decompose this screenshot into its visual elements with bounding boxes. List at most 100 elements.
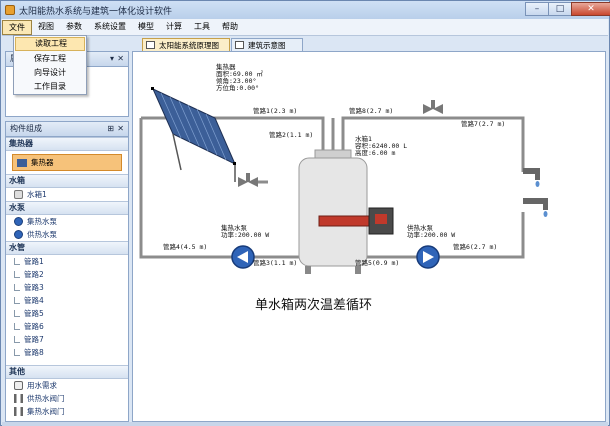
list-item-label: 管路1 (24, 257, 44, 266)
list-item-pipe1[interactable]: 管路1 (6, 255, 128, 268)
tank-icon (14, 190, 23, 199)
minimize-button[interactable]: – (525, 2, 549, 16)
pipe6-line (438, 212, 525, 259)
close-icon[interactable]: ✕ (117, 124, 124, 133)
list-item-label: 管路5 (24, 309, 44, 318)
diagram-svg (139, 87, 548, 274)
group-other[interactable]: 其他 (6, 365, 128, 379)
collector-grid (160, 92, 227, 161)
tab-system-diagram[interactable]: 太阳能系统原理图 (142, 38, 230, 51)
pipe4-label: 管路4(4.5 m) (163, 243, 208, 251)
collector-label: 集热器 面积:69.00 ㎡ 倾角:23.00° 方位角:0.00° (216, 64, 263, 92)
tank-body (298, 157, 368, 267)
menu-calc[interactable]: 计算 (166, 22, 182, 31)
list-item-pipe5[interactable]: 管路5 (6, 307, 128, 320)
valve-icon (14, 394, 23, 403)
file-menu-dropdown: 读取工程 保存工程 向导设计 工作目录 (13, 35, 87, 95)
pipe7-label: 管路7(2.7 m) (461, 120, 506, 128)
collector-azimuth: 方位角:0.00° (216, 84, 259, 92)
list-item-label: 管路3 (24, 283, 44, 292)
menu-item-wizard-design[interactable]: 向导设计 (34, 68, 66, 77)
selection-handle[interactable] (233, 162, 236, 165)
menu-model[interactable]: 模型 (138, 22, 154, 31)
list-item-tank1[interactable]: 水箱1 (6, 188, 128, 201)
list-item-label: 供热水泵 (27, 230, 57, 239)
list-item-collector-valve[interactable]: 集热水阀门 (6, 405, 128, 418)
pump-icon (14, 217, 23, 226)
pipe-icon (14, 310, 20, 317)
pump-power: 功率:200.00 W (407, 231, 456, 239)
list-item-pipe4[interactable]: 管路4 (6, 294, 128, 307)
pump-name: 供热水泵 (407, 224, 433, 232)
list-item-label: 集热水泵 (27, 217, 57, 226)
close-icon[interactable]: ✕ (117, 54, 124, 63)
status-bar (2, 422, 608, 426)
group-pipe[interactable]: 水管 (6, 241, 128, 255)
solar-collector[interactable] (151, 87, 236, 182)
pipe1-label: 管路1(2.3 m) (253, 107, 298, 115)
pipe4-line (139, 118, 233, 259)
menu-system-settings[interactable]: 系统设置 (94, 22, 126, 31)
tap-lower[interactable] (523, 198, 548, 217)
collector-tilt: 倾角:23.00° (216, 77, 257, 85)
list-item-collector[interactable]: 集热器 (12, 154, 122, 171)
list-item-supply-pump[interactable]: 供热水泵 (6, 228, 128, 241)
maximize-button[interactable]: □ (548, 2, 572, 16)
components-panel: 构件组成 ⊞ ✕ 集热器 集热器 水箱 水箱1 水泵 集热水泵 供热水泵 水管 … (5, 121, 129, 422)
menu-view[interactable]: 视图 (38, 22, 54, 31)
list-item-label: 水箱1 (27, 190, 47, 199)
pipe-icon (14, 258, 20, 265)
group-collector[interactable]: 集热器 (6, 137, 128, 151)
pump-icon (14, 230, 23, 239)
menu-item-save-project[interactable]: 保存工程 (34, 54, 66, 63)
pipe-icon (14, 349, 20, 356)
components-panel-header: 构件组成 ⊞ ✕ (6, 122, 128, 137)
list-item-pipe2[interactable]: 管路2 (6, 268, 128, 281)
list-item-label: 用水需求 (27, 381, 57, 390)
pipe3-label: 管路3(1.1 m) (253, 259, 298, 267)
building-icon (235, 41, 244, 49)
menu-item-work-directory[interactable]: 工作目录 (34, 82, 66, 91)
menu-item-open-project[interactable]: 读取工程 (15, 37, 85, 51)
pipe6-label: 管路6(2.7 m) (453, 243, 498, 251)
collector-area: 面积:69.00 ㎡ (216, 70, 263, 78)
pipe2-label: 管路2(1.1 m) (269, 131, 314, 139)
supply-pump[interactable] (416, 245, 440, 269)
list-item-label: 管路8 (24, 348, 44, 357)
tab-label: 太阳能系统原理图 (159, 41, 219, 50)
pipe8-line (341, 116, 525, 172)
pin-icon[interactable]: ▾ (109, 54, 114, 63)
title-bar[interactable]: 太阳能热水系统与建筑一体化设计软件 – □ ✕ (1, 1, 610, 19)
close-button[interactable]: ✕ (571, 2, 610, 16)
tap-upper[interactable] (523, 168, 540, 187)
water-tank[interactable] (298, 149, 394, 274)
group-pump[interactable]: 水泵 (6, 201, 128, 215)
list-item-pipe7[interactable]: 管路7 (6, 333, 128, 346)
menu-file[interactable]: 文件 (2, 19, 32, 35)
list-item-pipe3[interactable]: 管路3 (6, 281, 128, 294)
supply-valve[interactable] (423, 100, 443, 114)
tank-label: 水箱1 容积:6240.00 L 高度:6.00 m (355, 136, 407, 157)
pipe-icon (14, 336, 20, 343)
list-item-water-demand[interactable]: 用水需求 (6, 379, 128, 392)
collector-name: 集热器 (216, 63, 236, 71)
menu-help[interactable]: 帮助 (222, 22, 238, 31)
pump-power: 功率:200.00 W (221, 231, 270, 239)
pipe1-line (213, 116, 325, 162)
pin-icon[interactable]: ⊞ (107, 124, 114, 133)
group-tank[interactable]: 水箱 (6, 174, 128, 188)
menu-bar: 文件 视图 参数 系统设置 模型 计算 工具 帮助 (2, 19, 608, 36)
list-item-pipe8[interactable]: 管路8 (6, 346, 128, 359)
diagram-canvas[interactable]: 集热器 面积:69.00 ㎡ 倾角:23.00° 方位角:0.00° 水箱1 容… (132, 51, 606, 422)
list-item-collector-pump[interactable]: 集热水泵 (6, 215, 128, 228)
list-item-pipe6[interactable]: 管路6 (6, 320, 128, 333)
collector-pump[interactable] (231, 245, 255, 269)
menu-tools[interactable]: 工具 (194, 22, 210, 31)
menu-params[interactable]: 参数 (66, 22, 82, 31)
tab-building-diagram[interactable]: 建筑示意图 (231, 38, 303, 51)
selection-handle[interactable] (151, 87, 154, 90)
list-item-label: 管路2 (24, 270, 44, 279)
collector-valve[interactable] (238, 173, 258, 187)
list-item-supply-valve[interactable]: 供热水阀门 (6, 392, 128, 405)
